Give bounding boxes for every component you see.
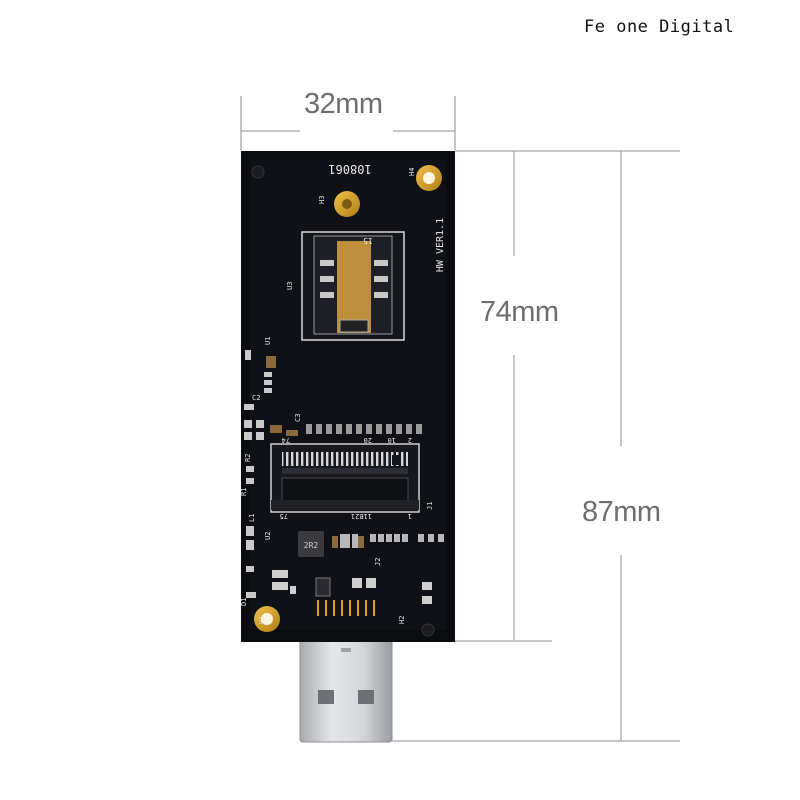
- silkscreen-ref: U3: [286, 282, 294, 290]
- slot-label: 11B21: [351, 512, 372, 520]
- width-dimension-label: 32mm: [304, 88, 383, 120]
- silkscreen-part-number: 108061: [328, 162, 371, 176]
- silkscreen-ref: U2: [264, 532, 272, 540]
- watermark-text: Fe one Digital: [584, 17, 735, 37]
- slot-label: 75: [280, 512, 288, 520]
- total-length-dimension-label: 87mm: [582, 496, 661, 528]
- silkscreen-ref: H3: [318, 196, 326, 204]
- silkscreen-ref: D1: [240, 598, 248, 606]
- slot-label: 74: [282, 436, 290, 444]
- fiducial-mark: [421, 623, 435, 637]
- slot-label: 2: [408, 436, 412, 444]
- silkscreen-ref: H4: [408, 168, 416, 176]
- smd-components: [244, 350, 444, 616]
- mounting-hole-h4: [416, 165, 442, 191]
- mounting-hole-h3: [334, 191, 360, 217]
- m2-key-b-slot: [270, 443, 420, 513]
- pcb-board: 2R2: [240, 151, 455, 642]
- silkscreen-version: HW VER1.1: [435, 218, 446, 272]
- silkscreen-ref: H2: [398, 616, 406, 624]
- silkscreen-ref: H1: [258, 616, 266, 624]
- silkscreen-ref: C2: [252, 394, 260, 402]
- usb-connector: [299, 613, 393, 743]
- silkscreen-ref: U1: [264, 337, 272, 345]
- silkscreen-ref: R1: [240, 488, 248, 496]
- inductor-2r2: 2R2: [298, 531, 324, 557]
- board-length-dimension-label: 74mm: [480, 296, 559, 328]
- silkscreen-ref: J1: [426, 502, 434, 510]
- silkscreen-sim-label: 15: [363, 236, 373, 245]
- silkscreen-ref: R2: [244, 454, 252, 462]
- sim-card-slot: [301, 231, 405, 341]
- slot-label: 10: [388, 436, 396, 444]
- silkscreen: 108061 HW VER1.1 15 H4 H3 U3 U1 H1 H2 U2…: [240, 162, 446, 624]
- silkscreen-ref: C3: [294, 414, 302, 422]
- dimension-lines: [240, 96, 680, 742]
- slot-label: 20: [364, 436, 372, 444]
- slot-label: 1: [408, 512, 412, 520]
- mounting-hole-h1: [254, 606, 280, 632]
- svg-text:2R2: 2R2: [304, 541, 319, 550]
- fiducial-mark: [251, 165, 265, 179]
- silkscreen-ref: L1: [248, 514, 256, 522]
- silkscreen-ref: J2: [374, 558, 382, 566]
